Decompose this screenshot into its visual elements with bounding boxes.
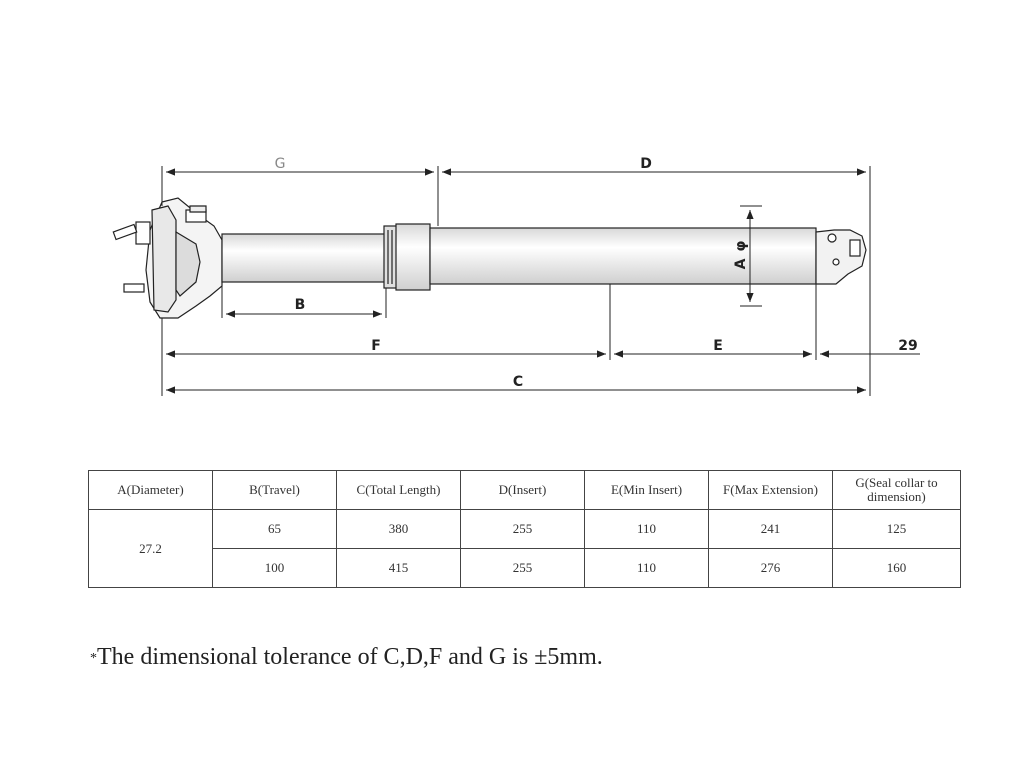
label-phi: φ (733, 240, 749, 251)
table-cell: 255 (460, 509, 585, 549)
note-asterisk: * (90, 651, 97, 666)
table-row: 27.2 65 380 255 110 241 125 (88, 509, 961, 588)
extension-lines (161, 166, 871, 396)
seal-collar (383, 223, 431, 291)
table-cell: 415 (336, 548, 461, 588)
header-diameter: A(Diameter) (88, 470, 213, 510)
table-cell: 380 (336, 509, 461, 549)
cell-diameter: 27.2 (88, 509, 213, 588)
tolerance-note: *The dimensional tolerance of C,D,F and … (90, 644, 603, 671)
dimension-spec-table: A(Diameter) B(Travel) C(Total Length) D(… (88, 470, 961, 588)
header-max-extension: F(Max Extension) (708, 470, 833, 510)
label-e: E (713, 338, 723, 354)
table-cell: 110 (584, 548, 709, 588)
table-cell: 276 (708, 548, 833, 588)
table-cell: 255 (460, 548, 585, 588)
table-row: 100 415 255 110 276 160 (89, 548, 961, 588)
label-d: D (640, 156, 652, 172)
header-min-insert: E(Min Insert) (584, 470, 709, 510)
label-b: B (295, 297, 306, 313)
remote-actuator (815, 229, 867, 285)
table-cell: 65 (212, 509, 337, 549)
table-cell: 160 (832, 548, 961, 588)
header-travel: B(Travel) (212, 470, 337, 510)
dimension-lines (166, 168, 920, 394)
header-insert: D(Insert) (460, 470, 585, 510)
saddle-clamp-head (112, 197, 223, 319)
label-offset-29: 29 (898, 338, 917, 354)
seatpost-illustration (112, 197, 867, 319)
table-cell: 125 (832, 509, 961, 549)
header-seal-collar: G(Seal collar to dimension) (832, 470, 961, 510)
header-total-length: C(Total Length) (336, 470, 461, 510)
upper-stanchion (221, 233, 387, 283)
label-c: C (513, 374, 523, 390)
label-a: A (733, 258, 749, 269)
note-text: The dimensional tolerance of C,D,F and G… (97, 644, 603, 670)
label-f: F (371, 338, 381, 354)
table-header-row: A(Diameter) B(Travel) C(Total Length) D(… (88, 470, 961, 510)
table-cell: 241 (708, 509, 833, 549)
seatpost-dimension-drawing: G D B F E 29 C A φ (112, 156, 920, 396)
lower-tube (429, 227, 817, 285)
label-g: G (275, 156, 286, 172)
table-cell: 110 (584, 509, 709, 549)
table-cell: 100 (212, 548, 337, 588)
